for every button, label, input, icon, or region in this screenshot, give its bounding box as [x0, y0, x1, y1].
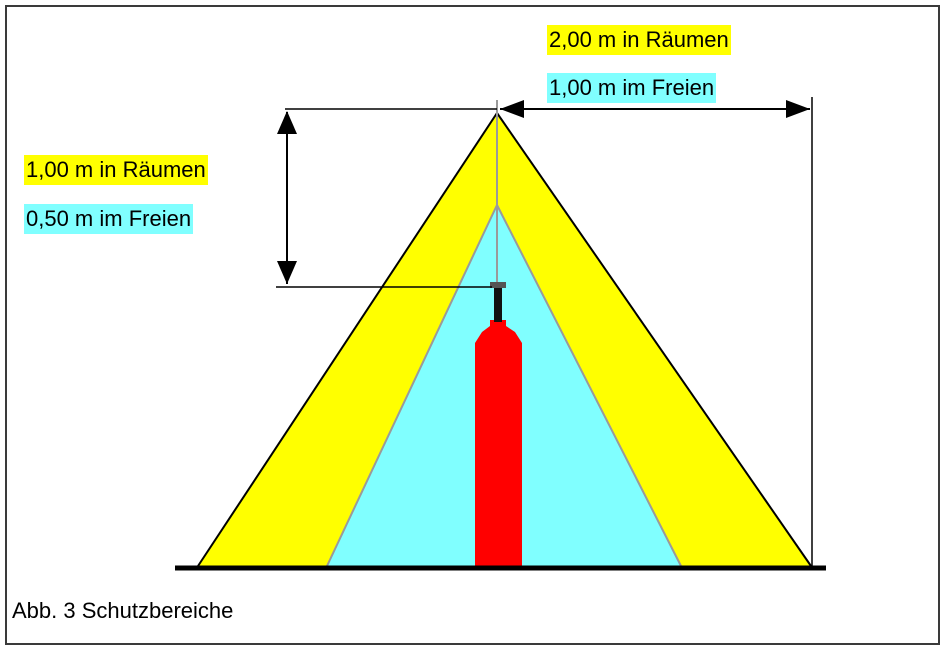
horizontal-arrowhead-left — [500, 100, 524, 118]
figure-caption: Abb. 3 Schutzbereiche — [12, 598, 234, 623]
label-side-indoor: 1,00 m in Räumen — [24, 155, 208, 185]
cylinder-valve — [494, 286, 502, 322]
outer-left-edge — [197, 112, 498, 567]
horizontal-arrowhead-right — [786, 100, 810, 118]
inner-right-edge — [496, 204, 682, 567]
label-top-outdoor: 1,00 m im Freien — [547, 73, 717, 103]
label-top-indoor: 2,00 m in Räumen — [547, 25, 731, 55]
vertical-arrowhead-bottom — [277, 261, 297, 284]
outer-right-edge — [496, 112, 812, 567]
vertical-arrowhead-top — [277, 111, 297, 134]
protection-zone-diagram — [175, 97, 826, 571]
label-side-outdoor: 0,50 m im Freien — [24, 204, 194, 234]
gas-cylinder — [475, 320, 522, 566]
inner-left-edge — [326, 204, 498, 567]
cylinder-valve-cap — [490, 282, 506, 288]
